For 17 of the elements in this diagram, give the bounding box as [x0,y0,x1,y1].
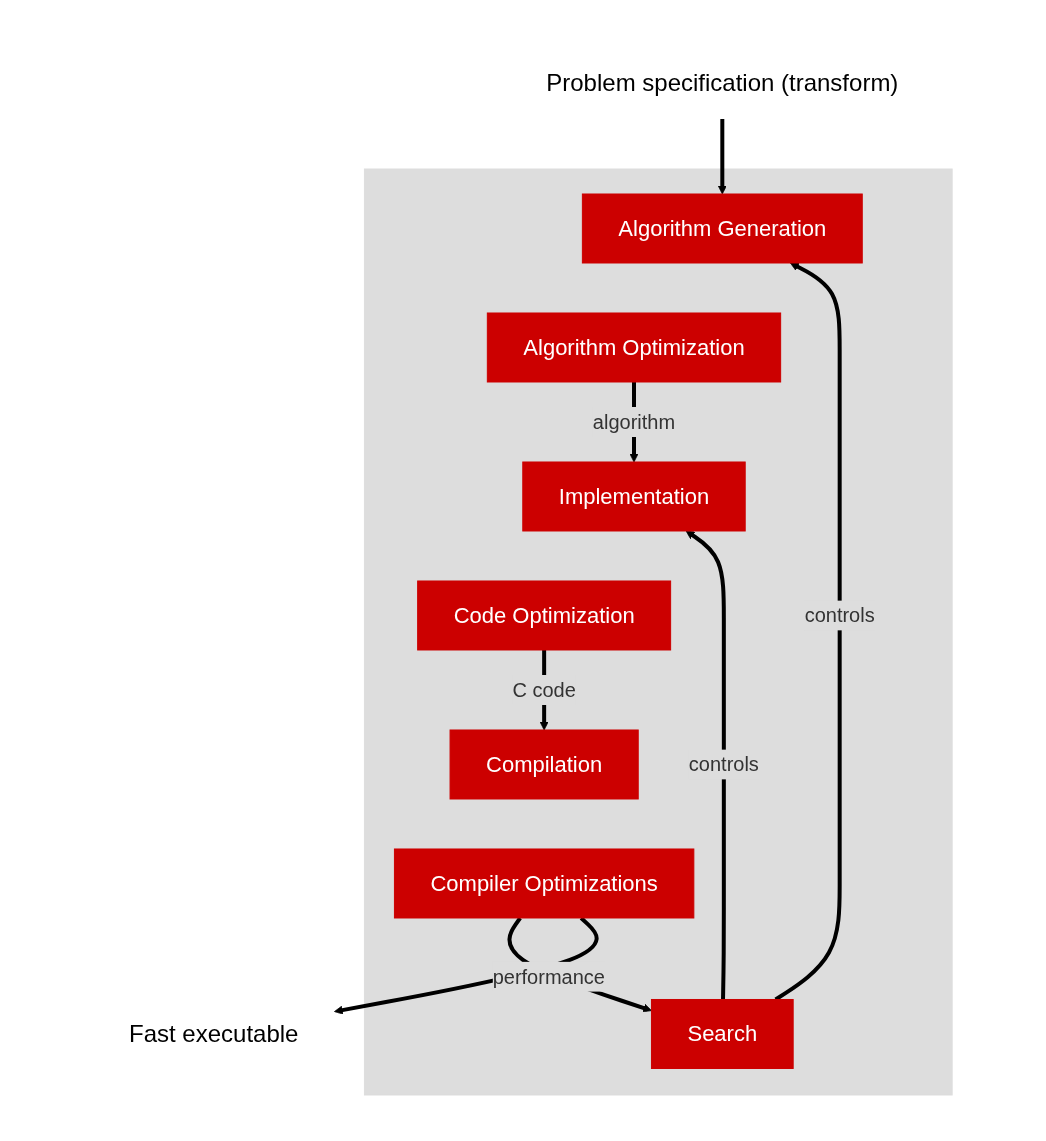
node-box: Algorithm Optimization [487,312,782,382]
cluster [364,168,954,1095]
edge-label: algorithm [593,410,676,433]
edge-label: performance [493,965,606,988]
arrow [686,530,727,1000]
node-box: Algorithm Generation [582,193,864,263]
node-box: Compiler Optimizations [394,848,695,918]
node-text: Fast executable [129,1019,299,1047]
node-text: Problem specification (transform) [546,68,899,96]
arrow [718,118,728,194]
edge-label: C code [512,678,577,701]
edge-label: controls [689,752,760,775]
node-box: Search [651,998,795,1069]
node-box: Code Optimization [417,580,672,650]
node-box: Implementation [522,461,747,531]
node-box: Compilation [450,729,640,799]
edge-label: controls [805,603,876,626]
